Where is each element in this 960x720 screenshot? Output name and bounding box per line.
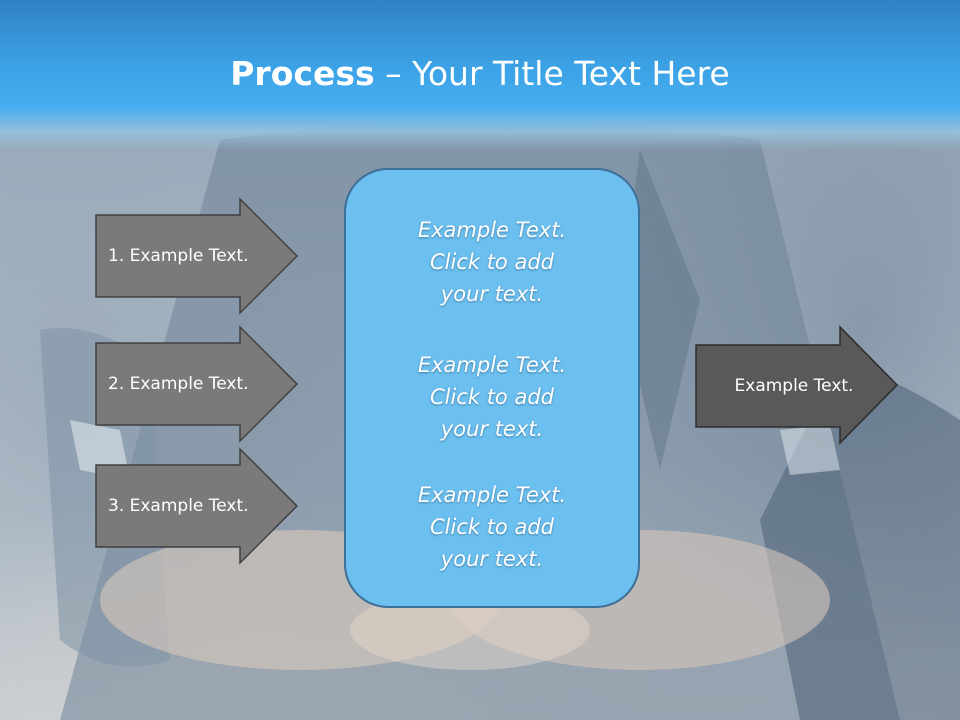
title-bold: Process	[230, 54, 375, 93]
result-label: Example Text.	[734, 376, 854, 396]
step-arrow-1: 1. Example Text.	[94, 197, 300, 315]
center-content-box[interactable]: Example Text. Click to add your text. Ex…	[344, 168, 640, 608]
block-3-line-3: your text.	[440, 547, 544, 571]
block-2-line-1: Example Text.	[417, 353, 567, 377]
block-1-line-3: your text.	[440, 282, 544, 306]
block-2-line-3: your text.	[440, 417, 544, 441]
block-1-line-2: Click to add	[429, 250, 554, 274]
title-rest: – Your Title Text Here	[374, 54, 730, 93]
step-arrow-2: 2. Example Text.	[94, 325, 300, 443]
block-3-line-2: Click to add	[429, 515, 554, 539]
text-block-2[interactable]: Example Text. Click to add your text.	[346, 349, 638, 445]
step-label-2: 2. Example Text.	[108, 374, 249, 394]
block-1-line-1: Example Text.	[417, 218, 567, 242]
text-block-3[interactable]: Example Text. Click to add your text.	[346, 479, 638, 575]
slide-title: Process – Your Title Text Here	[0, 52, 960, 96]
step-label-3: 3. Example Text.	[108, 496, 249, 516]
text-block-1[interactable]: Example Text. Click to add your text.	[346, 214, 638, 310]
title-bar	[0, 0, 960, 150]
block-3-line-1: Example Text.	[417, 483, 567, 507]
block-2-line-2: Click to add	[429, 385, 554, 409]
step-label-1: 1. Example Text.	[108, 246, 249, 266]
step-arrow-3: 3. Example Text.	[94, 447, 300, 565]
result-arrow: Example Text.	[694, 325, 900, 445]
